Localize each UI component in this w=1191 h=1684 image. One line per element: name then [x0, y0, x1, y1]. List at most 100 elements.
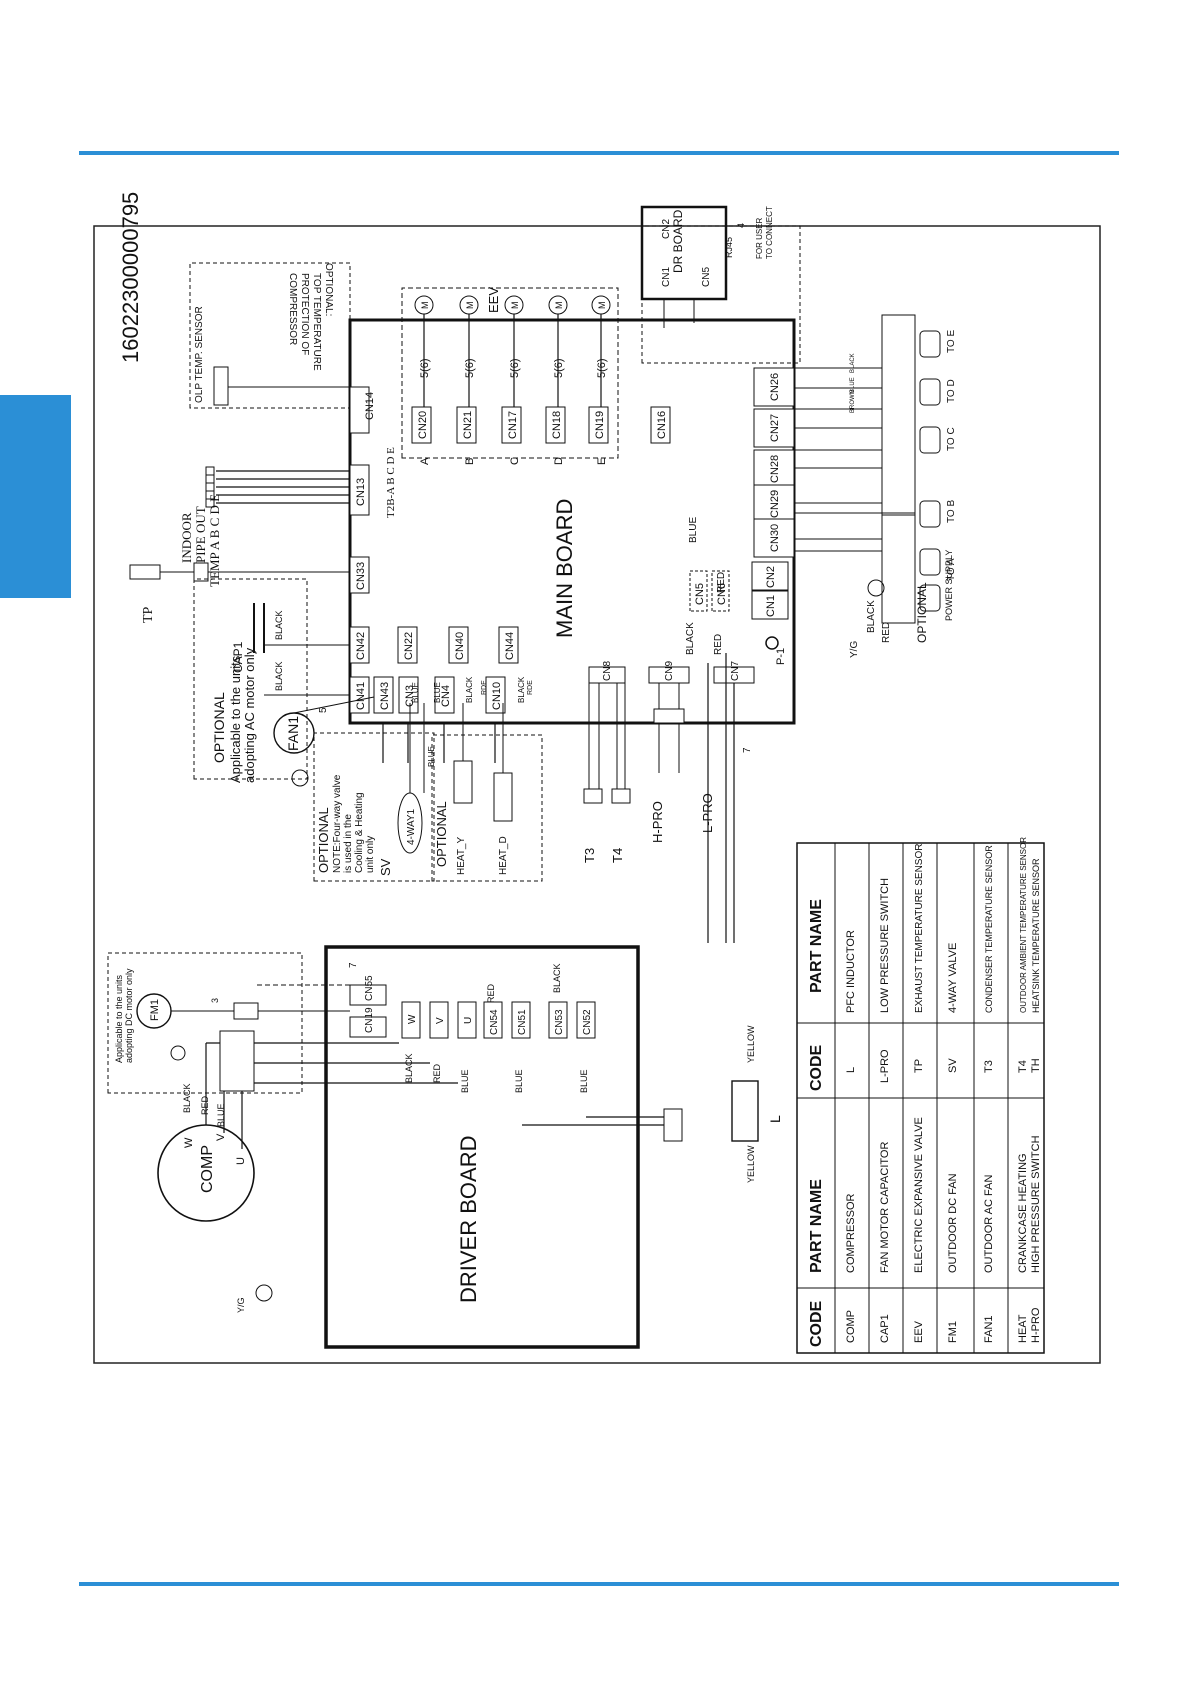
diagram-frame [93, 225, 1101, 1364]
legend-header-part-1: PART NAME [808, 1179, 825, 1273]
connector-cn19-drv-label: CN19 [364, 1007, 375, 1033]
connector-cn53-label: CN53 [554, 1009, 565, 1035]
drv-wire-black: BLACK [404, 1053, 414, 1083]
connector-cn53 [548, 1001, 568, 1039]
connector-cn9-label: CN9 [664, 661, 675, 681]
sv-wire-blue-1: BLUE [427, 746, 436, 767]
to-a-label: TO A [946, 558, 957, 581]
to-b-label: TO B [946, 500, 957, 523]
letter-a: A [419, 457, 431, 465]
heat-dashed-box [431, 734, 543, 882]
connector-cn55-label: CN55 [364, 975, 375, 1001]
connector-cn9 [648, 666, 690, 684]
connector-cn51-label: CN51 [517, 1009, 528, 1035]
dc-fan-dashed-box [107, 952, 303, 1094]
m-d: M [554, 302, 564, 310]
wire-black-label: BLACK [685, 622, 696, 655]
fan1-ground-icon [291, 769, 309, 787]
legend-table: CODE PART NAME CODE PART NAME COMP COMPR… [796, 837, 1045, 1354]
indoor-label-1: INDOOR [179, 512, 194, 563]
p1-label: P-1 [775, 648, 787, 665]
tp-label: TP [141, 606, 156, 623]
comp-v: V [215, 1133, 227, 1141]
legend-part-t3: CONDENSER TEMPERATURE SENSOR [984, 845, 994, 1013]
heat-wire-rde-2: RDE [527, 680, 534, 695]
ac-fan-note-1: Applicable to the units [228, 655, 243, 783]
connector-cn40-label: CN40 [454, 632, 466, 660]
user-note-1: FOR USER [755, 217, 764, 259]
comp-w: W [183, 1137, 195, 1148]
ind-wire-yellow-1: YELLOW [746, 1145, 756, 1183]
terminal-blocks: TO E TO D TO C TO B TO A POWER SUPPLY OP… [794, 314, 957, 658]
heat-wire-black-1: BLACK [465, 676, 474, 703]
m-a: M [420, 302, 430, 310]
fan-wire-count: 5 [318, 707, 329, 713]
legend-code-comp: COMP [845, 1310, 857, 1343]
connector-cn22 [397, 626, 418, 664]
olp-sensor: OLP TEMP. SENSOR OPTIONAL: TOP TEMPERATU… [189, 262, 351, 409]
power-wire-black: BLACK [866, 600, 877, 633]
eev-dashed-box [401, 287, 619, 459]
comp-wire-red: RED [200, 1095, 210, 1115]
comp-wire-blue: BLUE [216, 1103, 226, 1127]
connector-cn2-label: CN2 [765, 566, 777, 588]
connector-cn29-label: CN29 [769, 490, 781, 518]
olp-note-2: TOP TEMPERATURE [311, 273, 322, 371]
connector-cn14-label: CN14 [364, 392, 376, 420]
coil-d-icon [919, 378, 941, 406]
legend-code-eev: EEV [913, 1320, 925, 1343]
legend-part-cap1: FAN MOTOR CAPACITOR [879, 1142, 891, 1273]
terminal-w [401, 1001, 421, 1039]
indoor-pipe-temp: INDOOR PIPE OUT TEMP A B C D E [179, 466, 350, 587]
connector-cn17 [501, 406, 522, 444]
ind-plug-icon [663, 1108, 683, 1142]
legend-code-t3: T3 [983, 1060, 995, 1073]
l-label: L [767, 1115, 783, 1123]
rotated-drawing: 16022300000795 MAIN BOARD CN14 CN20 CN21… [107, 192, 1045, 1354]
letter-b: B [464, 458, 476, 465]
legend-code-sv: SV [947, 1058, 959, 1073]
connector-cn33 [349, 556, 370, 594]
connector-cn10 [485, 676, 506, 714]
legend-code-fm1: FM1 [947, 1321, 959, 1343]
heat-d-label: HEAT_D [498, 836, 509, 875]
ac-fan-dashed-box [193, 578, 308, 780]
wire-red-label-2: RED [713, 634, 724, 655]
terminal-strip-bottom [881, 512, 916, 624]
indoor-label-3: TEMP A B C D E [207, 494, 222, 587]
connector-cn55 [349, 984, 387, 1006]
connector-cn20 [411, 406, 432, 444]
dc-note-1: Applicable to the units [114, 974, 124, 1063]
connector-cn7-label: CN7 [730, 661, 741, 681]
comp-wire-black: BLACK [182, 1083, 192, 1113]
connector-cn13-label: CN13 [355, 478, 367, 506]
sensors-switches: T3 T4 H-PRO L-PRO 7 [582, 683, 753, 863]
comp-ground-icon [255, 1284, 273, 1302]
legend-part-sv: 4-WAY VALVE [947, 943, 959, 1013]
m-b: M [465, 302, 475, 310]
term-wire-black: BLACK [850, 353, 856, 373]
olp-note-3: PROTECTION OF [299, 273, 310, 355]
fm1-ground-icon [170, 1045, 186, 1061]
terminal-v [429, 1001, 449, 1039]
sv-note-2: is used in the [343, 814, 354, 873]
m-c: M [510, 302, 520, 310]
comp-plug-icon [219, 1030, 255, 1092]
heat-wire-rde-1: RDE [481, 680, 488, 695]
connector-cn21-label: CN21 [462, 411, 474, 439]
olp-note-4: COMPRESSOR [287, 273, 298, 345]
legend-code-fan1: FAN1 [983, 1315, 995, 1343]
connector-cn52 [576, 1001, 596, 1039]
connector-cn18 [545, 406, 566, 444]
connector-cn30-label: CN30 [769, 524, 781, 552]
connector-cn44 [498, 626, 519, 664]
connector-cn3 [398, 676, 419, 714]
sv-dashed-box [313, 732, 435, 882]
hpro-label: H-PRO [650, 801, 665, 843]
sv-note-3: Cooling & Heating [354, 792, 365, 873]
tp-sensor-icon [129, 564, 161, 580]
legend-code-heat: HEAT [1017, 1314, 1029, 1343]
m-e: M [597, 302, 607, 310]
legend-part-l: PFC INDUCTOR [845, 930, 857, 1013]
part-number: 16022300000795 [118, 192, 143, 363]
